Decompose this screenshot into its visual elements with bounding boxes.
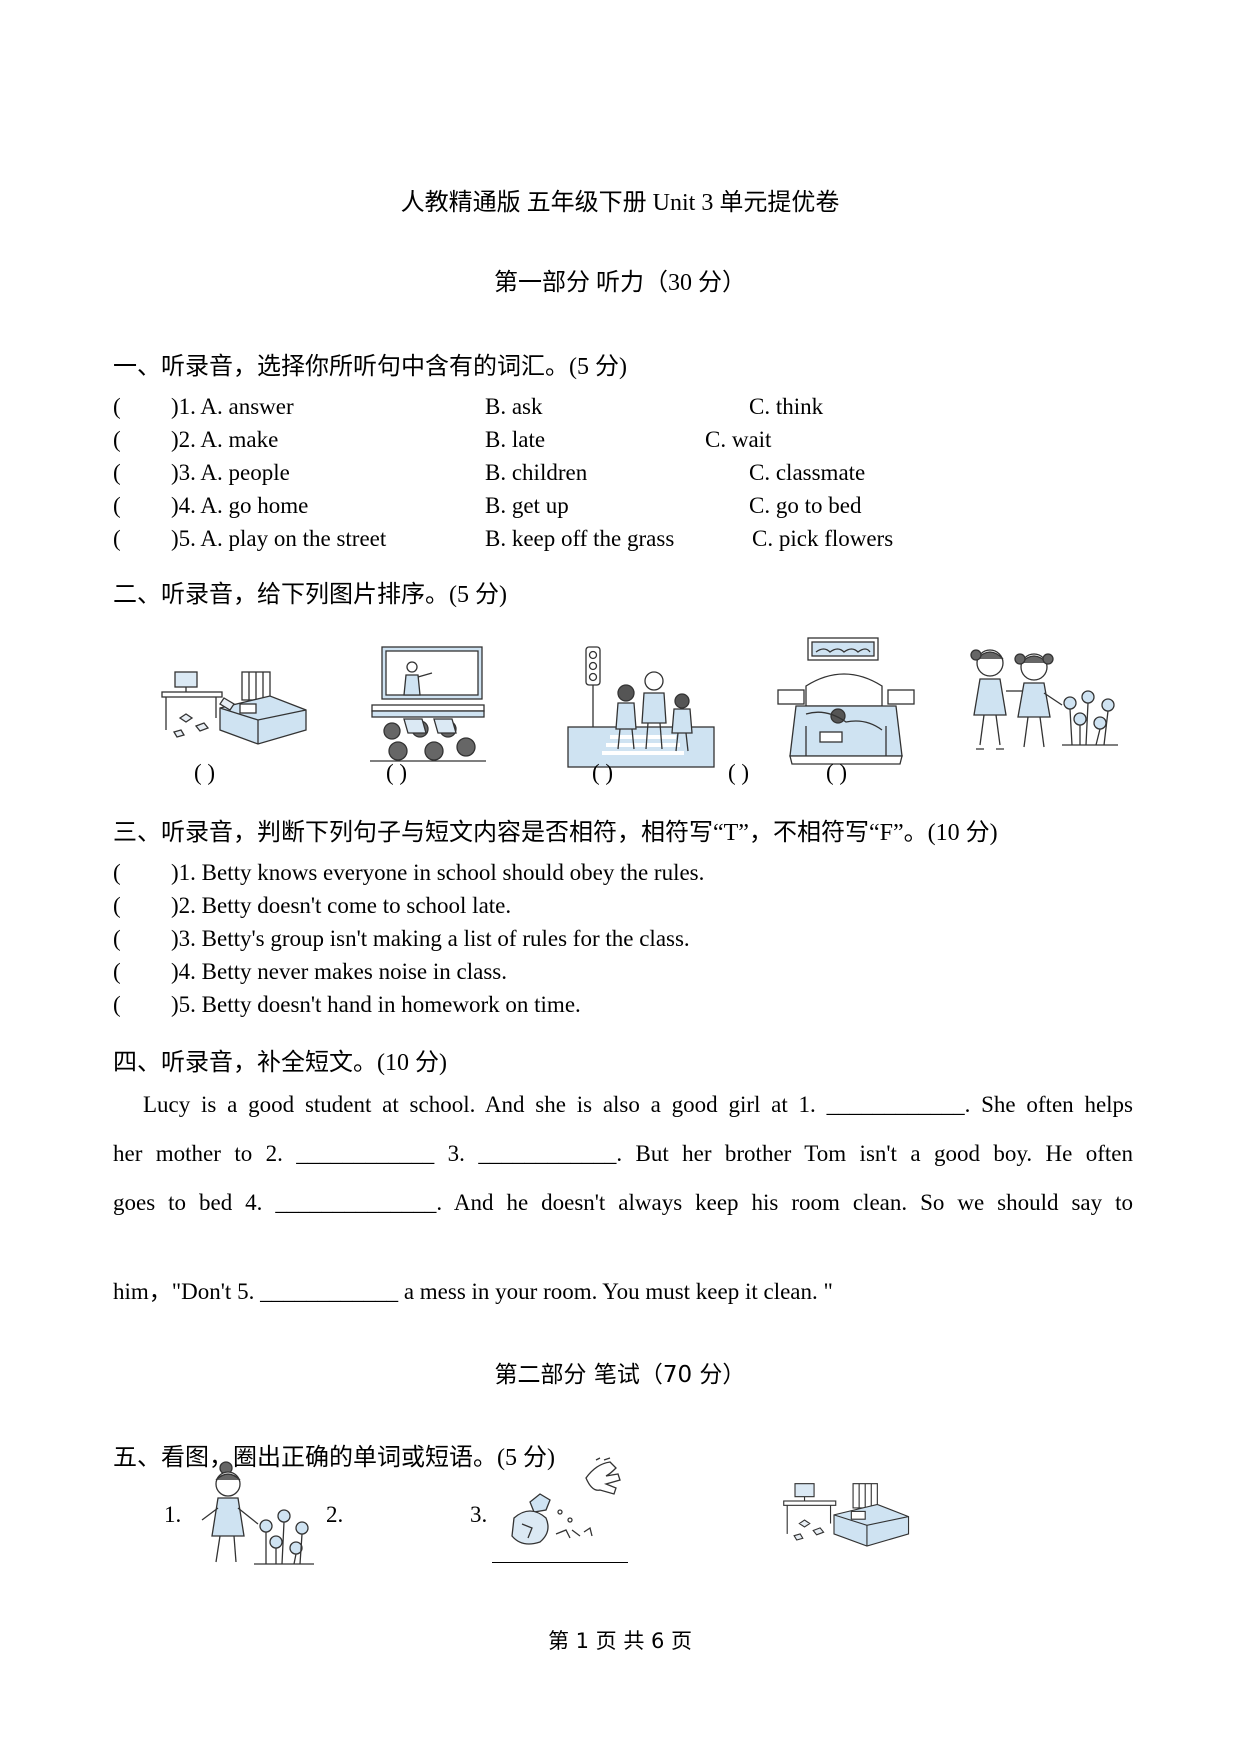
section3-heading: 三、听录音，判断下列句子与短文内容是否相符，相符写“T”，不相符写“F”。(10… [113,820,998,846]
part2-heading: 第二部分 笔试（70 分） [494,1362,746,1388]
order-blank-1[interactable]: ( ) [194,760,216,785]
sec3-item-1: ( )1. Betty knows everyone in school sho… [113,860,705,885]
sec5-num-3: 3. [470,1502,488,1527]
girl-picking-flowers-picture [201,1461,314,1565]
order-blank-2[interactable]: ( ) [386,760,408,785]
page-footer: 第 1 页 共 6 页 [547,1629,693,1653]
passage-line-3: goes to bed 4. ______________. And he do… [113,1190,1133,1215]
sec3-item-5: ( )5. Betty doesn't hand in homework on … [113,992,581,1017]
sec5-num-2: 2. [326,1502,344,1527]
messy-bedroom-picture [161,671,307,745]
section1-heading: 一、听录音，选择你所听句中含有的词汇。(5 分) [113,354,627,380]
section4-heading: 四、听录音，补全短文。(10 分) [113,1050,447,1076]
part1-heading: 第一部分 听力（30 分） [494,270,746,296]
sec5-num-1: 1. [164,1502,182,1527]
sec1-item-1: ( )1. A. answer B. ask C. think [113,394,824,419]
classroom-picture [370,646,486,762]
messy-bedroom-picture-2 [783,1483,910,1547]
sec3-item-4: ( )4. Betty never makes noise in class. [113,959,507,984]
littering-picture [511,1457,621,1545]
order-blank-4[interactable]: ( ) [728,760,750,785]
passage-line-1: Lucy is a good student at school. And sh… [143,1092,1133,1117]
sec1-item-2: ( )2. A. make B. late C. wait [113,427,772,452]
order-blank-5[interactable]: ( ) [826,760,848,785]
sec1-item-3: ( )3. A. people B. children C. classmate [113,460,866,485]
passage-line-2: her mother to 2. ____________ 3. _______… [113,1141,1133,1166]
order-blank-3[interactable]: ( ) [592,760,614,785]
passage-line-4: him，"Don't 5. ____________ a mess in you… [113,1279,833,1304]
section2-heading: 二、听录音，给下列图片排序。(5 分) [113,582,507,608]
sec3-item-3: ( )3. Betty's group isn't making a list … [113,926,690,951]
sec1-item-4: ( )4. A. go home B. get up C. go to bed [113,493,862,518]
sec5-answer-line-3[interactable] [492,1562,628,1563]
sec3-item-2: ( )2. Betty doesn't come to school late. [113,893,512,918]
page-title: 人教精通版 五年级下册 Unit 3 单元提优卷 [400,190,840,216]
bed-picture [777,637,915,765]
girls-flowers-picture [970,649,1118,750]
crossing-street-picture [567,646,715,768]
sec1-item-5: ( )5. A. play on the street B. keep off … [113,526,894,551]
section5-heading: 五、看图，圈出正确的单词或短语。(5 分) [113,1445,555,1471]
